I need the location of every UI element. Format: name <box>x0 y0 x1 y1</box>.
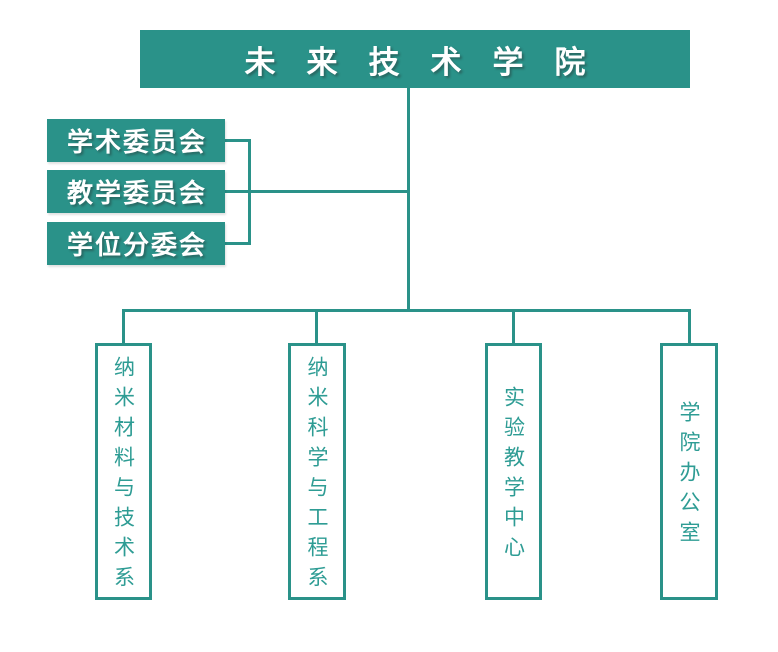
committee-trunk-connector-line <box>225 190 410 193</box>
department-node-experimental-teaching-center: 实验教学中心 <box>485 343 542 600</box>
department-drop-line-4 <box>688 309 691 344</box>
department-node-college-office: 学院办公室 <box>660 343 718 600</box>
department-node-nanomaterials: 纳米材料与技术系 <box>95 343 152 600</box>
department-label: 纳米科学与工程系 <box>305 356 329 596</box>
department-label: 实验教学中心 <box>501 386 526 566</box>
committee-stub-bottom-line <box>225 242 251 245</box>
department-label: 纳米材料与技术系 <box>111 356 136 596</box>
department-drop-line-1 <box>122 309 125 344</box>
department-drop-line-3 <box>512 309 515 344</box>
committee-stub-top-line <box>225 139 251 142</box>
department-drop-line-2 <box>315 309 318 344</box>
department-label: 学院办公室 <box>677 401 701 551</box>
department-node-nanoscience: 纳米科学与工程系 <box>288 343 346 600</box>
committee-label: 学位分委会 <box>66 231 207 261</box>
committee-label: 教学委员会 <box>66 179 207 209</box>
trunk-connector-line <box>407 88 410 311</box>
root-node-college: 未来技术学院 <box>140 30 690 88</box>
committee-node-degree: 学位分委会 <box>47 222 225 265</box>
root-node-label: 未来技术学院 <box>244 44 617 81</box>
committee-node-academic: 学术委员会 <box>47 119 225 162</box>
committee-node-teaching: 教学委员会 <box>47 170 225 213</box>
departments-distributor-line <box>122 309 691 312</box>
committee-label: 学术委员会 <box>66 128 207 158</box>
